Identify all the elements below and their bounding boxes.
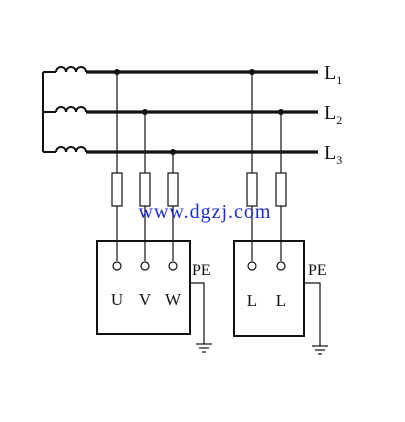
ground-icon (196, 343, 212, 353)
inductor-l2 (55, 106, 87, 113)
terminal-label-u: U (111, 290, 123, 309)
fuse-l-b (275, 172, 287, 207)
load-box-single-phase (233, 240, 305, 337)
pe-label-three-phase: PE (192, 262, 211, 279)
pe-wire-three-phase (190, 282, 205, 344)
ground-icon (312, 345, 328, 355)
pe-wire-single-phase (304, 282, 321, 346)
bus-label-l3: L3 (324, 142, 342, 167)
watermark: www.dgzj.com (139, 201, 272, 223)
terminal-l-a (247, 261, 257, 271)
bus-label-l2: L2 (324, 102, 342, 127)
terminal-l-b (276, 261, 286, 271)
terminal-v (140, 261, 150, 271)
terminal-w (168, 261, 178, 271)
pe-label-single-phase: PE (308, 262, 327, 279)
terminal-label-v: V (139, 290, 152, 309)
terminal-label-l-a: L (247, 291, 257, 310)
bus-label-l1: L1 (324, 62, 342, 87)
inductor-l3 (55, 146, 87, 153)
inductor-l1 (55, 66, 87, 73)
terminal-label-w: W (165, 290, 182, 309)
terminal-u (112, 261, 122, 271)
load-box-three-phase (96, 240, 191, 335)
terminal-label-l-b: L (276, 291, 286, 310)
fuse-u (111, 172, 123, 207)
